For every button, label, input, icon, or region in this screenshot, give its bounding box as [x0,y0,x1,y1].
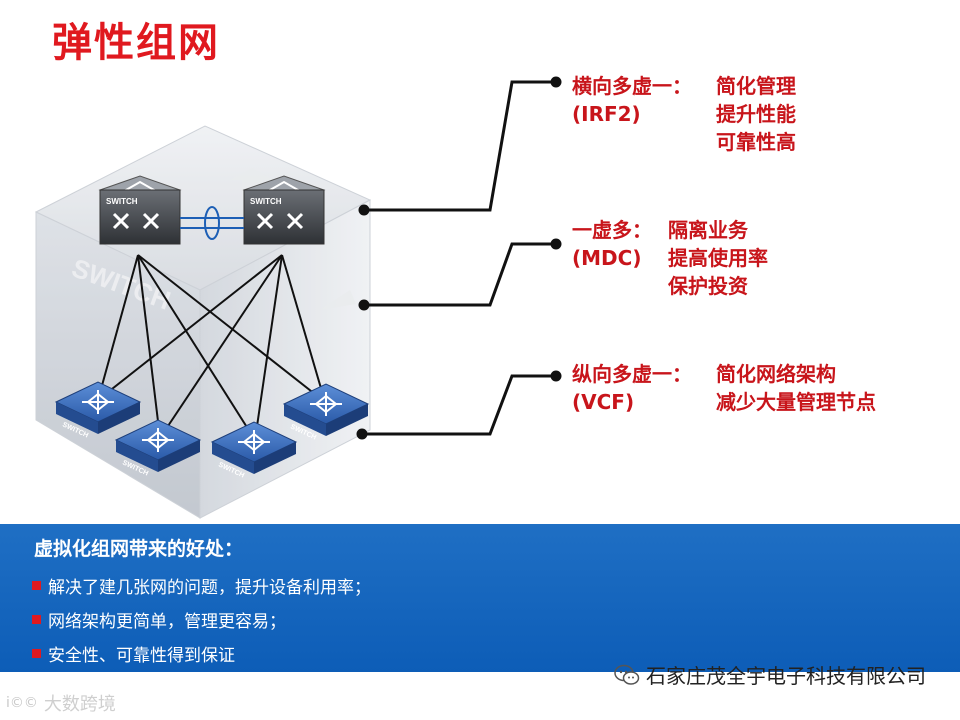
benefits-list: 解决了建几张网的问题，提升设备利用率； 网络架构更简单，管理更容易； 安全性、可… [32,568,371,670]
list-item-text: 安全性、可靠性得到保证 [48,645,235,666]
switch-label: SWITCH [250,197,282,206]
callout-vcf: 纵向多虚一： 简化网络架构 (VCF) 减少大量管理节点 [572,360,876,416]
benefits-panel: 虚拟化组网带来的好处： 解决了建几张网的问题，提升设备利用率； 网络架构更简单，… [0,524,960,672]
company-name: 石家庄茂全宇电子科技有限公司 [646,664,926,688]
watermark: i©© 大数跨境 [6,690,116,716]
callout-connectors [356,76,562,440]
access-switch-2: SWITCH [114,419,202,477]
callout-lead: 横向多虚一： [572,74,692,98]
list-item-text: 解决了建几张网的问题，提升设备利用率； [48,577,371,598]
callout-text: 提高使用率 [668,246,768,270]
callout-text: 简化网络架构 [716,362,836,386]
callout-text: 隔离业务 [668,218,748,242]
callout-lead: (IRF2) [572,102,641,126]
callout-lead: 一虚多： [572,218,652,242]
callout-lead: (VCF) [572,390,635,414]
page-title: 弹性组网 [52,20,220,66]
virtual-cube: SWITCH [34,125,372,519]
core-switch-left: SWITCH [98,175,182,245]
callout-lead: (MDC) [572,246,642,270]
callout-text: 简化管理 [716,74,796,98]
watermark-logo-icon: i©© [6,695,38,711]
list-item: 解决了建几张网的问题，提升设备利用率； [32,568,371,602]
bullet-square-icon [32,614,41,624]
core-switch-right: SWITCH [242,175,326,245]
bullet-square-icon [32,648,41,658]
callout-text: 保护投资 [668,274,748,298]
benefits-title: 虚拟化组网带来的好处： [34,538,244,560]
switch-label: SWITCH [106,197,138,206]
list-item-text: 网络架构更简单，管理更容易； [48,611,286,632]
callout-lead [572,128,716,156]
callout-text: 可靠性高 [716,130,796,154]
bullet-square-icon [32,580,41,590]
network-diagram: SWITCH SWITCH SWITCH [34,76,562,519]
irf-link [180,206,244,240]
access-switch-4: SWITCH [282,383,370,441]
callout-irf2: 横向多虚一： 简化管理 (IRF2) 提升性能 可靠性高 [572,72,796,156]
list-item: 安全性、可靠性得到保证 [32,636,371,670]
wechat-icon [614,664,640,685]
callout-text: 提升性能 [716,102,796,126]
callout-mdc: 一虚多： 隔离业务 (MDC) 提高使用率 保护投资 [572,216,768,300]
access-switch-1: SWITCH [54,381,142,439]
uplink-lines [97,254,326,441]
access-switch-3: SWITCH [210,421,298,479]
callout-text: 减少大量管理节点 [716,390,876,414]
callout-lead: 纵向多虚一： [572,362,692,386]
list-item: 网络架构更简单，管理更容易； [32,602,371,636]
callout-lead [572,272,668,300]
company-credit: 石家庄茂全宇电子科技有限公司 [614,660,926,689]
watermark-text: 大数跨境 [43,694,116,715]
